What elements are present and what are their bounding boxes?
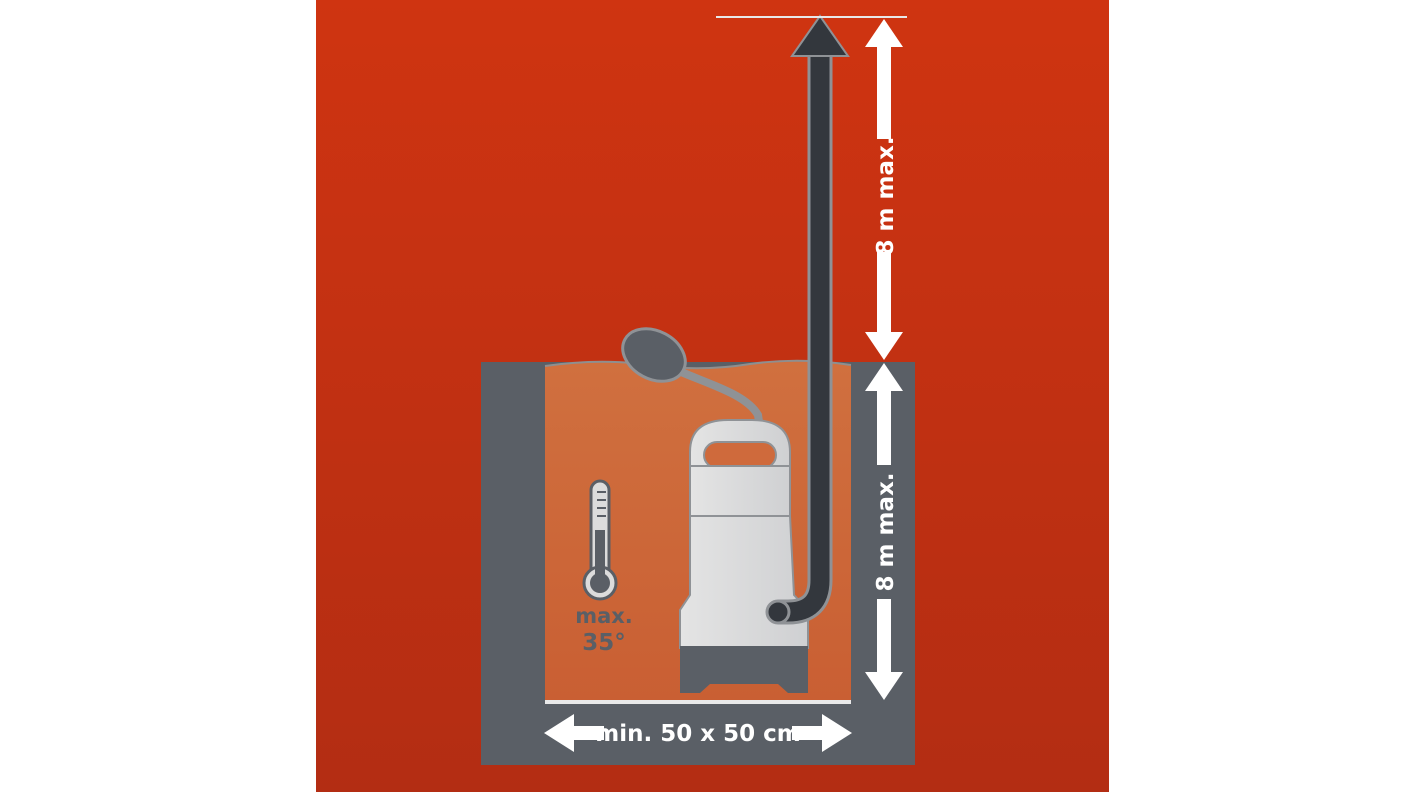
immersion-depth-label: 8 m max. xyxy=(873,472,899,591)
lift-height-label: 8 m max. xyxy=(873,136,899,255)
shaft-floor-line xyxy=(545,700,851,704)
shaft-width-arrow xyxy=(544,714,852,752)
float-switch-icon xyxy=(621,327,687,383)
lift-height-arrow xyxy=(865,19,903,360)
water-surface-line xyxy=(544,359,852,370)
pump-lower-body xyxy=(679,515,809,649)
shaft-size-label: min. 50 x 50 cm xyxy=(595,721,800,747)
immersion-depth-arrow xyxy=(865,363,903,700)
pump-upper-body xyxy=(689,465,791,517)
pump-base xyxy=(680,646,808,693)
hose-outlet-arrowhead xyxy=(790,14,850,57)
discharge-hose xyxy=(765,14,850,625)
temperature-max-label: max. xyxy=(575,604,633,628)
temperature-value-label: 35° xyxy=(582,630,626,656)
thermometer-icon xyxy=(582,479,618,601)
pump xyxy=(679,419,809,693)
